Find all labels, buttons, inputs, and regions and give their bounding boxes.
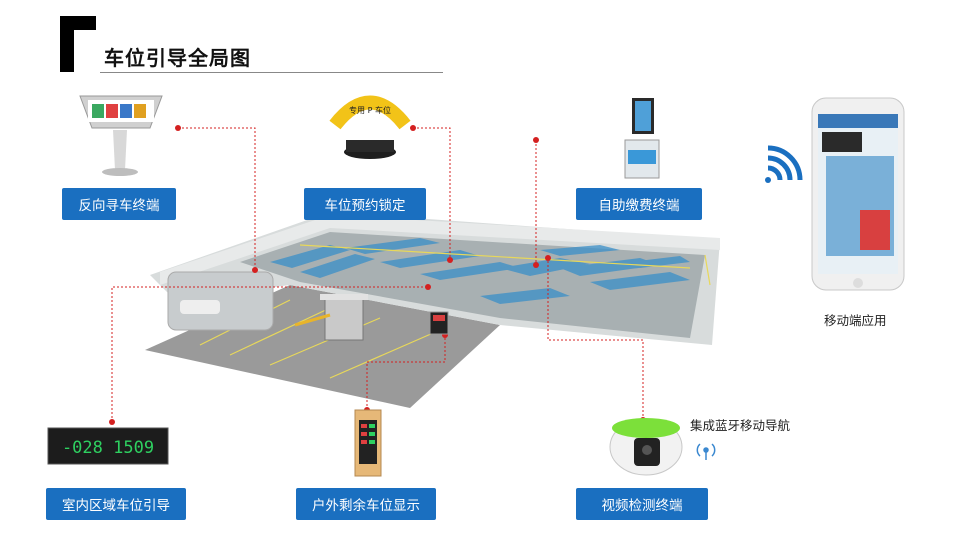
label-indoor-guide[interactable]: 室内区域车位引导 (46, 488, 186, 520)
kiosk-terminal-icon (79, 95, 163, 176)
led-display-value: -028 1509 (62, 438, 154, 458)
label-outdoor-display[interactable]: 户外剩余车位显示 (296, 488, 436, 520)
mobile-phone-icon (811, 97, 905, 291)
garage-wall (160, 215, 720, 285)
led-display-icon (47, 427, 169, 465)
label-reserve-lock[interactable]: 车位预约锁定 (304, 188, 426, 220)
parking-lock-icon (329, 95, 411, 159)
label-reverse-search[interactable]: 反向寻车终端 (62, 188, 176, 220)
page-title: 车位引导全局图 (104, 46, 251, 70)
title-bracket-foot (60, 58, 74, 72)
bluetooth-antenna-icon (696, 443, 716, 460)
wifi-signal-icon (765, 145, 803, 183)
title-underline (100, 72, 443, 73)
gate-barrier (294, 313, 331, 327)
label-mobile-app: 移动端应用 (824, 313, 887, 328)
camera-icon (609, 418, 683, 476)
in-garage-display-light (433, 315, 445, 321)
connector-lines (111, 127, 644, 422)
inset-car (180, 300, 220, 314)
toll-booth-roof (320, 294, 368, 300)
label-self-pay[interactable]: 自助缴费终端 (576, 188, 702, 220)
outdoor-display-icon (354, 409, 382, 477)
toll-booth (324, 297, 364, 341)
label-bluetooth-nav: 集成蓝牙移动导航 (690, 418, 791, 433)
label-video-detect[interactable]: 视频检测终端 (576, 488, 708, 520)
lock-sign-text: 专用 P 车位 (349, 105, 391, 115)
payment-kiosk-icon (624, 98, 660, 179)
